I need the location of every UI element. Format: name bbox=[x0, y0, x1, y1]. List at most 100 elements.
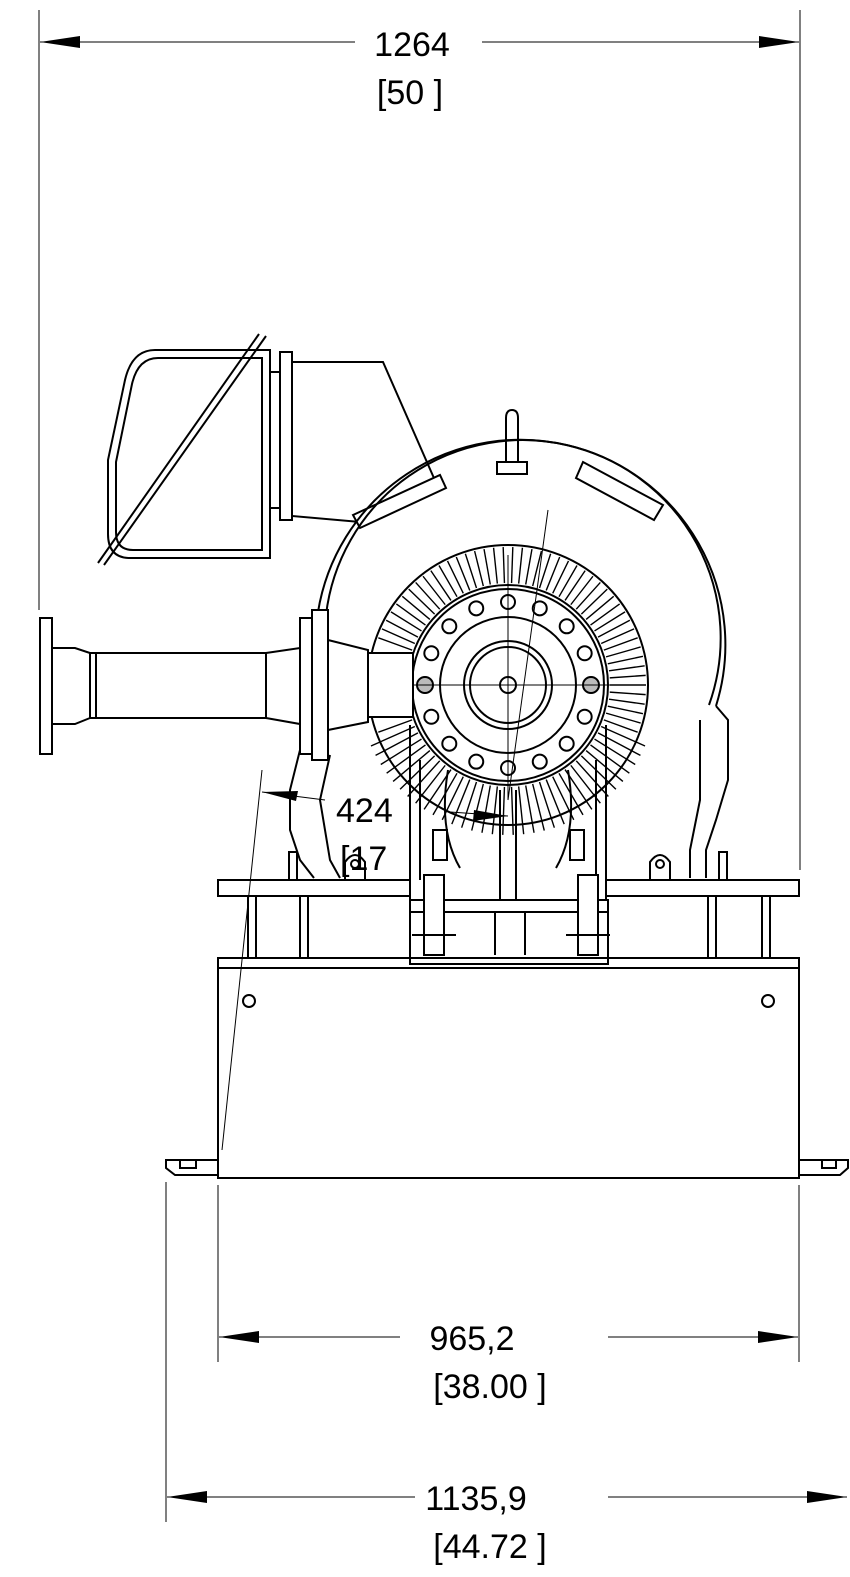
fin-line bbox=[590, 744, 630, 774]
fin-line bbox=[564, 570, 586, 601]
flange-bolt-hole bbox=[531, 753, 548, 770]
dimension-mount-width: 1135,9 [44.72 ] bbox=[165, 1182, 847, 1566]
fin-line bbox=[609, 674, 646, 679]
fin-line bbox=[603, 719, 638, 733]
fin-line bbox=[525, 785, 535, 833]
fin-line bbox=[378, 719, 413, 733]
fin-line bbox=[481, 785, 491, 833]
inlet-flange-left bbox=[39, 617, 53, 755]
fin-line bbox=[607, 655, 644, 665]
fin-line bbox=[385, 619, 419, 638]
mounting-plate bbox=[217, 851, 800, 958]
base-hole-left bbox=[242, 994, 256, 1008]
blower-housing bbox=[289, 438, 729, 879]
base-hole-right bbox=[761, 994, 775, 1008]
fin-line bbox=[590, 603, 621, 626]
fin-line bbox=[415, 581, 441, 610]
overall-width-value: 1264 bbox=[374, 26, 450, 64]
flange-bolt-hole bbox=[576, 645, 593, 662]
flange-bolt-hole bbox=[468, 600, 485, 617]
flange-bolt-hole bbox=[558, 735, 575, 752]
fin-line bbox=[455, 556, 471, 591]
fin-line bbox=[597, 619, 631, 638]
fin-line bbox=[502, 547, 506, 584]
overall-width-inch: [50 ] bbox=[377, 74, 443, 112]
fin-line bbox=[580, 588, 608, 615]
fin-line bbox=[422, 575, 446, 606]
fin-line bbox=[538, 553, 552, 589]
fin-line bbox=[381, 628, 416, 645]
fin-line bbox=[380, 738, 422, 766]
fin-line bbox=[605, 712, 641, 724]
fin-line bbox=[395, 603, 426, 626]
fin-line bbox=[390, 611, 422, 632]
fin-line bbox=[531, 550, 543, 587]
center-offset-value: 424 bbox=[336, 792, 393, 830]
flange-bolt-hole bbox=[558, 618, 575, 635]
fin-line bbox=[430, 570, 452, 601]
mount-width-value: 1135,9 bbox=[425, 1480, 526, 1518]
fin-line bbox=[570, 575, 594, 606]
flange-bolt-hole bbox=[576, 708, 593, 725]
fin-line bbox=[407, 760, 441, 797]
inlet-pipe bbox=[39, 609, 414, 761]
fin-line bbox=[464, 553, 478, 589]
fin-line bbox=[446, 560, 464, 594]
fin-line bbox=[575, 581, 601, 610]
base-width-value: 965,2 bbox=[429, 1320, 514, 1358]
fin-line bbox=[594, 738, 636, 766]
fin-line bbox=[585, 750, 624, 782]
fin-line bbox=[510, 547, 514, 584]
support-pedestal bbox=[409, 725, 609, 965]
center-offset-inch: [17 bbox=[340, 840, 387, 878]
fin-line bbox=[471, 783, 485, 831]
fin-line bbox=[451, 779, 471, 825]
right-port bbox=[574, 460, 665, 522]
fin-line bbox=[594, 611, 626, 632]
fin-line bbox=[386, 744, 426, 774]
fin-line bbox=[552, 560, 570, 594]
flange-bolt-hole bbox=[423, 708, 440, 725]
arrowhead-right bbox=[759, 36, 799, 48]
fin-line bbox=[517, 547, 524, 584]
fin-line bbox=[575, 760, 609, 797]
fin-line bbox=[491, 786, 499, 835]
fin-line bbox=[608, 665, 645, 672]
fin-line bbox=[510, 786, 514, 835]
flange-bolt-hole bbox=[441, 735, 458, 752]
fin-line bbox=[607, 705, 644, 715]
fin-line bbox=[531, 783, 545, 831]
fin-line bbox=[399, 755, 436, 790]
dimension-center-offset: 424 [17 bbox=[221, 769, 509, 1151]
arrowhead-left bbox=[40, 36, 80, 48]
fin-line bbox=[392, 750, 431, 782]
fin-line bbox=[460, 781, 478, 828]
air-filter bbox=[97, 333, 448, 566]
drive-flange bbox=[370, 509, 620, 801]
flange-bolt-hole bbox=[441, 618, 458, 635]
fin-line bbox=[600, 628, 635, 645]
fin-line bbox=[608, 698, 645, 705]
mount-width-inch: [44.72 ] bbox=[433, 1528, 546, 1566]
fin-line bbox=[370, 725, 416, 747]
fin-line bbox=[538, 781, 556, 828]
fin-line bbox=[585, 595, 615, 620]
fin-line bbox=[558, 565, 578, 598]
fin-line bbox=[408, 588, 436, 615]
inlet-flange-mid bbox=[299, 617, 313, 755]
flange-bolt-hole bbox=[468, 753, 485, 770]
pedestal-bolts bbox=[412, 874, 610, 956]
filter-flange-outer bbox=[279, 351, 293, 521]
fin-line bbox=[600, 725, 646, 747]
fin-line bbox=[609, 691, 646, 696]
lifting-eye bbox=[496, 408, 528, 475]
fin-line bbox=[483, 548, 491, 585]
dimension-overall-width: 1264 [50 ] bbox=[38, 10, 801, 870]
fin-line bbox=[603, 637, 638, 651]
fin-line bbox=[525, 548, 533, 585]
fin-line bbox=[492, 547, 499, 584]
fin-line bbox=[545, 779, 565, 825]
fin-line bbox=[545, 556, 561, 591]
fin-line bbox=[605, 646, 641, 658]
fin-line bbox=[401, 595, 431, 620]
